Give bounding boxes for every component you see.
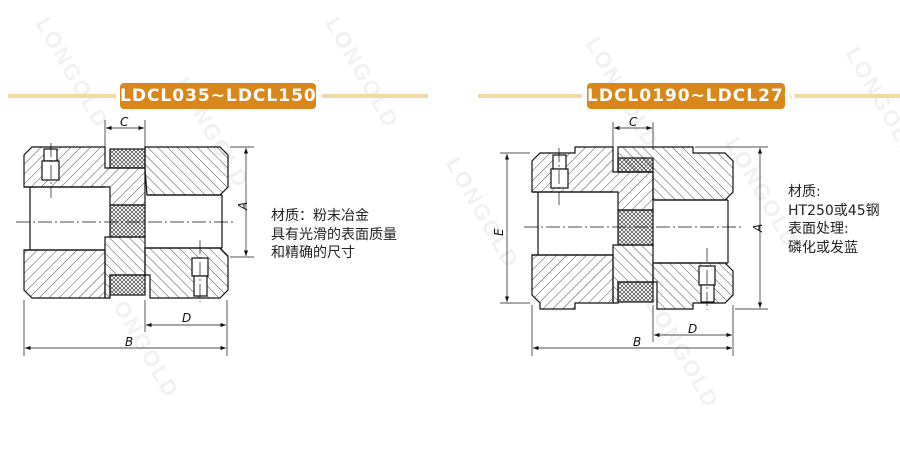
- note-line: HT250或45钢: [788, 202, 880, 219]
- header-rule-left: [322, 94, 428, 98]
- note-line: 和精确的尺寸: [271, 245, 355, 261]
- set-screw: [700, 284, 715, 303]
- right-coupling-section: [531, 146, 734, 310]
- dim-label-a: A: [751, 224, 765, 233]
- elastomer-spider: [617, 281, 654, 303]
- note-line: 材质：粉末冶金: [271, 208, 369, 224]
- left-coupling-section: [23, 146, 229, 299]
- note-line: 磷化或发蓝: [788, 239, 858, 256]
- right-hub: [144, 247, 229, 299]
- elastomer-spider: [109, 204, 146, 238]
- set-screw: [43, 148, 58, 162]
- dim-label-b: B: [125, 335, 133, 349]
- left-centerlines: [16, 143, 236, 302]
- dim-label-d: D: [182, 311, 191, 325]
- header-rule-right: [790, 94, 900, 98]
- model-range-badge-left: LDCL035~LDCL150: [120, 83, 316, 109]
- note-line: 具有光滑的表面质量: [271, 226, 397, 243]
- dim-label-d: D: [688, 322, 697, 336]
- dim-label-b: B: [633, 335, 641, 349]
- set-screw: [552, 154, 567, 170]
- right-centerlines: [524, 148, 742, 310]
- header-rule-right: [478, 94, 582, 98]
- dim-label-c: C: [120, 115, 129, 129]
- dim-label-c: C: [629, 115, 638, 129]
- dim-label-e: E: [492, 228, 506, 236]
- material-notes-left: 材质：粉末冶金 具有光滑的表面质量 和精确的尺寸: [271, 207, 397, 263]
- model-range-badge-right: LDCL0190~LDCL276: [587, 83, 796, 109]
- elastomer-spider: [109, 148, 146, 169]
- elastomer-spider: [109, 274, 146, 296]
- note-line: 材质:: [788, 184, 821, 200]
- elastomer-spider: [617, 157, 654, 173]
- right-hub: [652, 262, 734, 310]
- set-screw: [41, 160, 60, 181]
- right-hub: [144, 146, 229, 196]
- left-hub: [23, 249, 106, 299]
- note-line: 表面处理:: [788, 221, 849, 237]
- material-notes-right: 材质: HT250或45钢 表面处理: 磷化或发蓝: [788, 183, 880, 257]
- header-rule-left: [8, 94, 116, 98]
- set-screw: [193, 275, 208, 297]
- left-hub: [531, 254, 614, 310]
- right-dimensions: [500, 122, 768, 356]
- left-dimensions: [23, 120, 254, 356]
- elastomer-spider: [617, 209, 654, 246]
- dim-label-a: A: [236, 202, 250, 211]
- set-screw: [550, 168, 569, 189]
